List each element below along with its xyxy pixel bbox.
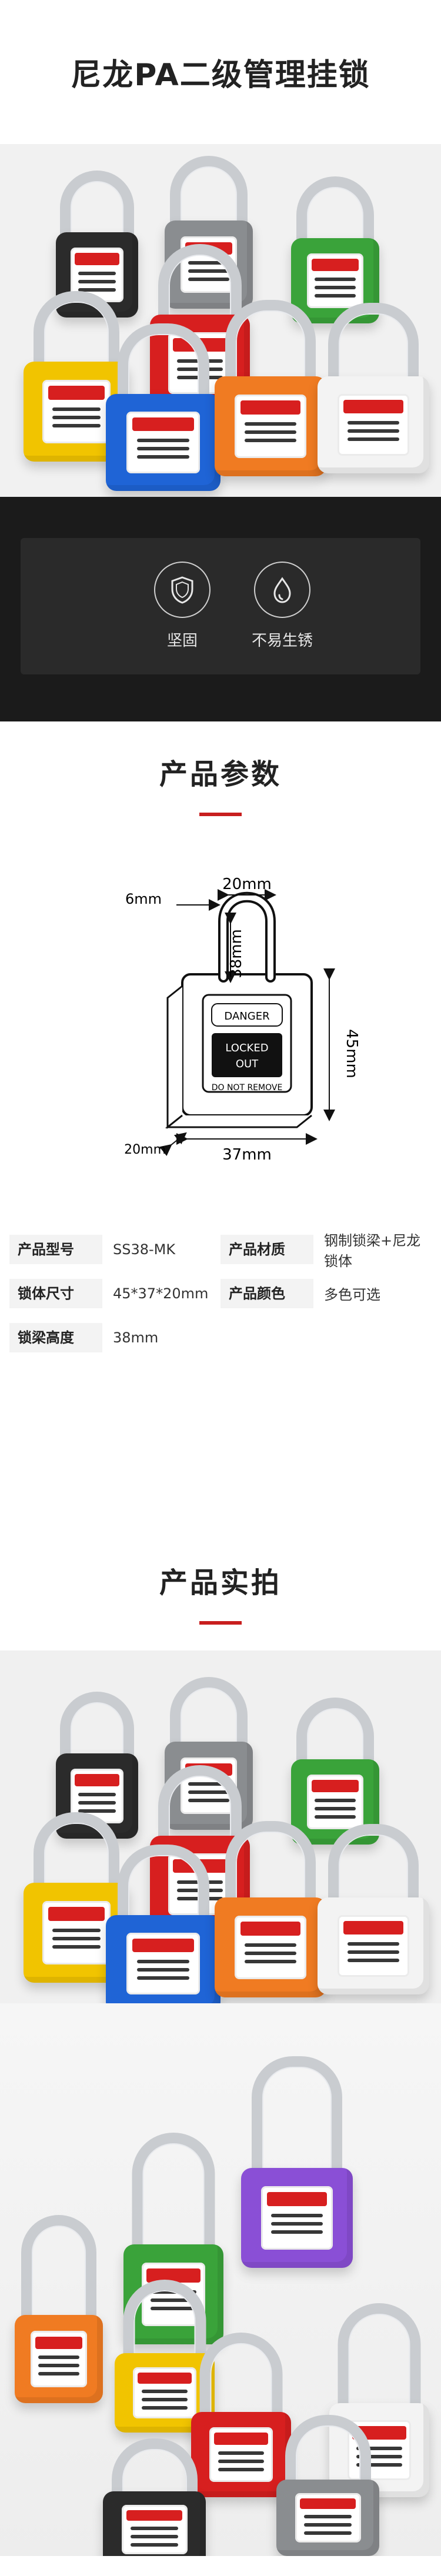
lock-green [291,176,379,323]
feature-label: 坚固 [166,632,198,650]
params-title-underline [199,812,242,816]
spec-value: 钢制锁梁+尼龙锁体 [324,1232,421,1269]
spec-cell: 产品材质 钢制锁梁+尼龙锁体 [220,1229,432,1270]
shots-photo-1 [0,1650,441,2003]
lock-white [318,1824,429,1994]
diagram-text-danger: DANGER [224,1010,269,1023]
shots-title: 产品实拍 [159,1566,282,1599]
feature-item-rust: 不易生锈 [220,562,344,661]
spec-row: 产品型号 SS38-MK 产品材质 钢制锁梁+尼龙锁体 [9,1227,432,1271]
shots-title-spacer [0,1601,441,1621]
dim-6mm: 6mm [125,891,162,907]
lock-orange [215,1821,326,1997]
spec-key: 产品材质 [220,1234,313,1264]
lock-blue [106,1845,220,2003]
dimension-diagram: DANGER LOCKED OUT DO NOT REMOVE 20mm 6mm… [0,833,441,1227]
diagram-text-locked: LOCKED [225,1042,268,1054]
feature-band: 坚固 不易生锈 [0,497,441,721]
spec-section: 产品型号 SS38-MK 产品材质 钢制锁梁+尼龙锁体 锁体尺寸 45*37*2… [0,1227,441,1527]
spec-key: 产品颜色 [220,1278,313,1308]
spec-cell: 产品型号 SS38-MK [9,1234,220,1264]
diagram-text-do-not-remove: DO NOT REMOVE [212,1083,283,1092]
spec-row: 锁体尺寸 45*37*20mm 产品颜色 多色可选 [9,1271,432,1315]
dim-20mm: 20mm [222,876,272,893]
shots-photo-2 [0,2003,441,2556]
lock-black [103,2438,206,2556]
lock-green [291,1698,379,1845]
feature-label: 不易生锈 [251,632,313,650]
spec-value: 38mm [113,1329,159,1346]
diagram-text-out: OUT [236,1058,259,1070]
dim-37mm: 37mm [222,1146,272,1164]
lock-white [318,303,429,473]
lock-orange [15,2215,103,2403]
lock-grey [276,2415,379,2556]
spec-key: 产品型号 [9,1234,102,1264]
shots-section-header: 产品实拍 [0,1527,441,1650]
dim-38mm: 38mm [228,929,245,978]
spec-cell: 产品颜色 多色可选 [220,1278,432,1308]
shield-icon [154,562,211,618]
spec-key: 锁梁高度 [9,1322,102,1352]
water-drop-icon [254,562,310,618]
hero-product-photo [0,144,441,497]
page-title: 尼龙PA二级管理挂锁 [71,58,370,93]
feature-item-strong: 坚固 [121,562,244,661]
params-title-spacer [0,792,441,813]
lock-orange [215,300,326,476]
lock-purple [241,2056,353,2268]
dim-45mm: 45mm [343,1029,360,1078]
spec-value: 多色可选 [324,1287,380,1303]
lock-black [56,171,138,318]
dim-20mm-depth: 20mm [124,1142,166,1157]
spec-key: 锁体尺寸 [9,1278,102,1308]
spec-value: SS38-MK [113,1241,176,1258]
spec-cell: 锁体尺寸 45*37*20mm [9,1278,220,1308]
params-title: 产品参数 [159,757,282,791]
page-header: 尼龙PA二级管理挂锁 [0,0,441,144]
spec-value: 45*37*20mm [113,1285,209,1302]
dimension-diagram-svg: DANGER LOCKED OUT DO NOT REMOVE 20mm 6mm… [124,876,360,1164]
params-section-header: 产品参数 [0,721,441,833]
lock-blue [106,323,220,491]
spec-cell: 锁梁高度 38mm [9,1322,220,1352]
shots-title-underline [199,1621,242,1625]
spec-table: 产品型号 SS38-MK 产品材质 钢制锁梁+尼龙锁体 锁体尺寸 45*37*2… [9,1227,432,1359]
lock-red [191,2333,291,2497]
feature-panel [21,538,420,674]
spec-row: 锁梁高度 38mm [9,1315,432,1359]
